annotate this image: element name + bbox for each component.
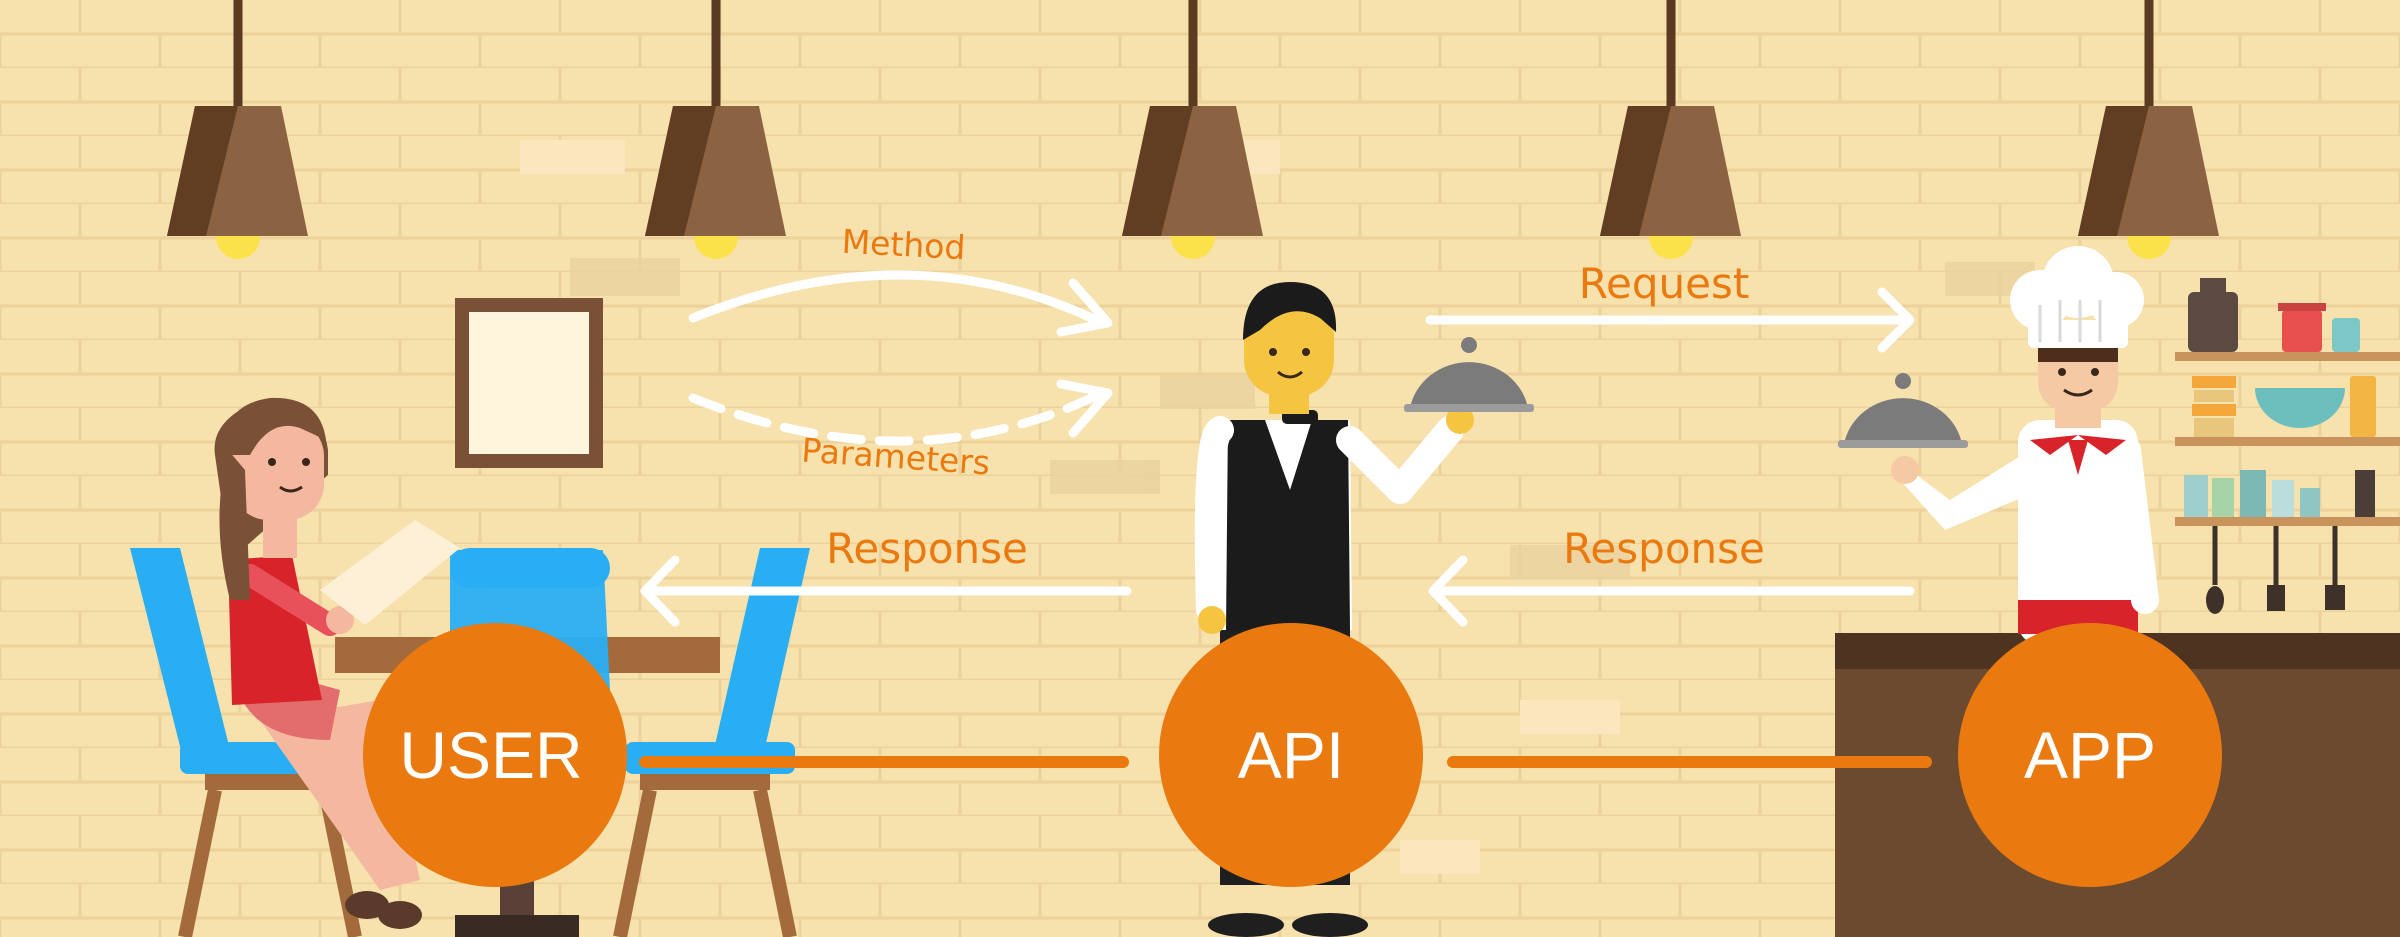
pendant-lamp-icon	[1122, 0, 1263, 259]
chef-icon	[1891, 246, 2159, 645]
method-label: Method	[841, 222, 967, 267]
picture-frame-icon	[455, 298, 603, 468]
kitchen-shelf-icon	[2175, 278, 2400, 614]
response-label-left: Response	[826, 524, 1028, 573]
request-arrow	[1425, 287, 1915, 353]
user-node: USER	[363, 623, 627, 887]
response-arrow-left	[640, 555, 1132, 627]
shade-bricks	[570, 258, 2035, 579]
highlight-bricks	[520, 140, 1620, 874]
pendant-lamp-icon	[645, 0, 786, 259]
cloche-icon	[1838, 373, 1968, 448]
pendant-lamp-icon	[167, 0, 308, 259]
response-label-right: Response	[1563, 524, 1765, 573]
cloche-icon	[1404, 337, 1534, 412]
pendant-lamp-icon	[2078, 0, 2219, 259]
response-arrow-right	[1428, 555, 1915, 627]
method-arrow	[688, 270, 1113, 337]
app-node: APP	[1958, 623, 2222, 887]
request-label: Request	[1579, 259, 1750, 308]
api-node-label: API	[1238, 718, 1344, 792]
pendant-lamp-icon	[1600, 0, 1741, 259]
app-node-label: APP	[2024, 718, 2156, 792]
user-node-label: USER	[399, 718, 582, 792]
api-node: API	[1159, 623, 1423, 887]
parameters-arrow	[688, 379, 1113, 446]
